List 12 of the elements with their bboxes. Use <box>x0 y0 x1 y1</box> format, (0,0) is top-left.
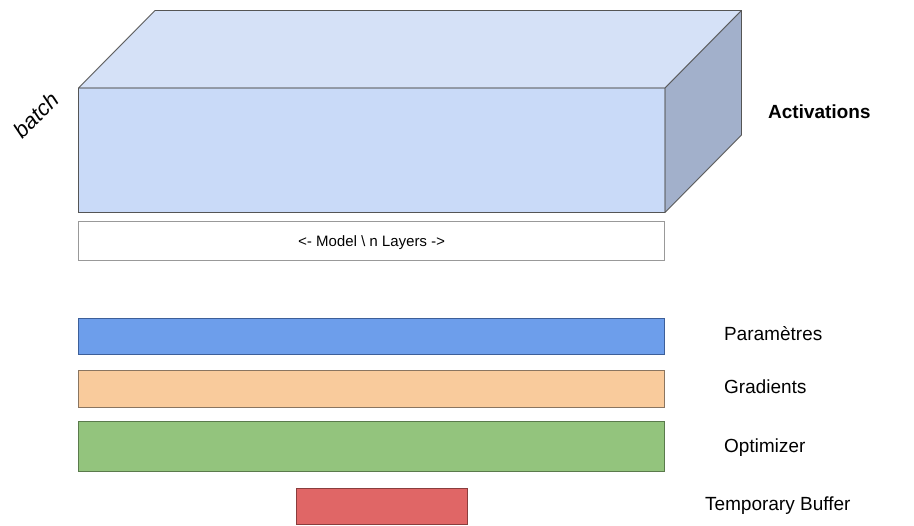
memory-bar <box>78 421 665 472</box>
bar-label: Optimizer <box>724 436 806 458</box>
axis-caption: <- Model \ n Layers -> <box>298 232 445 250</box>
memory-bar <box>78 370 665 408</box>
memory-bar <box>78 318 665 355</box>
bar-label: Paramètres <box>724 324 822 346</box>
label-box <box>78 221 665 261</box>
memory-bar <box>296 488 468 525</box>
bar-label: Temporary Buffer <box>705 494 850 516</box>
activation-block-drawing <box>78 10 742 213</box>
block-label: Activations <box>768 102 870 124</box>
bar-label: Gradients <box>724 377 806 399</box>
